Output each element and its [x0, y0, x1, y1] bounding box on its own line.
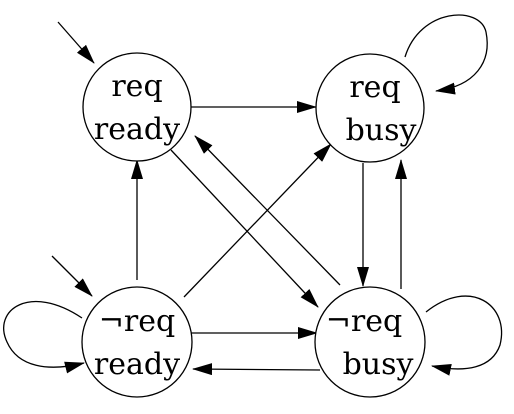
edge-notreq-busy-to-notreq-ready — [192, 363, 321, 376]
state-circle — [82, 52, 192, 162]
self-loop-notreq-ready — [3, 300, 85, 374]
state-label-line2: ready — [94, 347, 180, 382]
transitions — [3, 14, 503, 376]
state-notreq-busy: ¬req busy — [314, 286, 426, 398]
self-loop-notreq-busy — [425, 295, 503, 376]
state-label-line2: busy — [346, 113, 417, 148]
state-label-line1: req — [111, 69, 162, 104]
self-loop-req-busy — [404, 14, 488, 95]
state-label-line1: ¬req — [99, 304, 175, 339]
state-circle — [81, 286, 193, 398]
state-circle — [315, 53, 425, 163]
edge-notreq-ready-to-req-busy — [183, 143, 332, 298]
initial-arrow-req-ready — [57, 21, 95, 64]
state-label-line2: busy — [343, 347, 414, 382]
state-notreq-ready: ¬req ready — [81, 286, 193, 398]
state-label-line1: ¬req — [326, 304, 402, 339]
state-req-busy: req busy — [315, 53, 425, 163]
edge-req-ready-to-notreq-busy — [170, 149, 319, 308]
state-label-line2: ready — [94, 112, 180, 147]
state-req-ready: req ready — [82, 52, 192, 162]
initial-arrow-notreq-ready — [51, 255, 93, 297]
state-label-line1: req — [349, 70, 400, 105]
state-circle — [314, 286, 426, 398]
